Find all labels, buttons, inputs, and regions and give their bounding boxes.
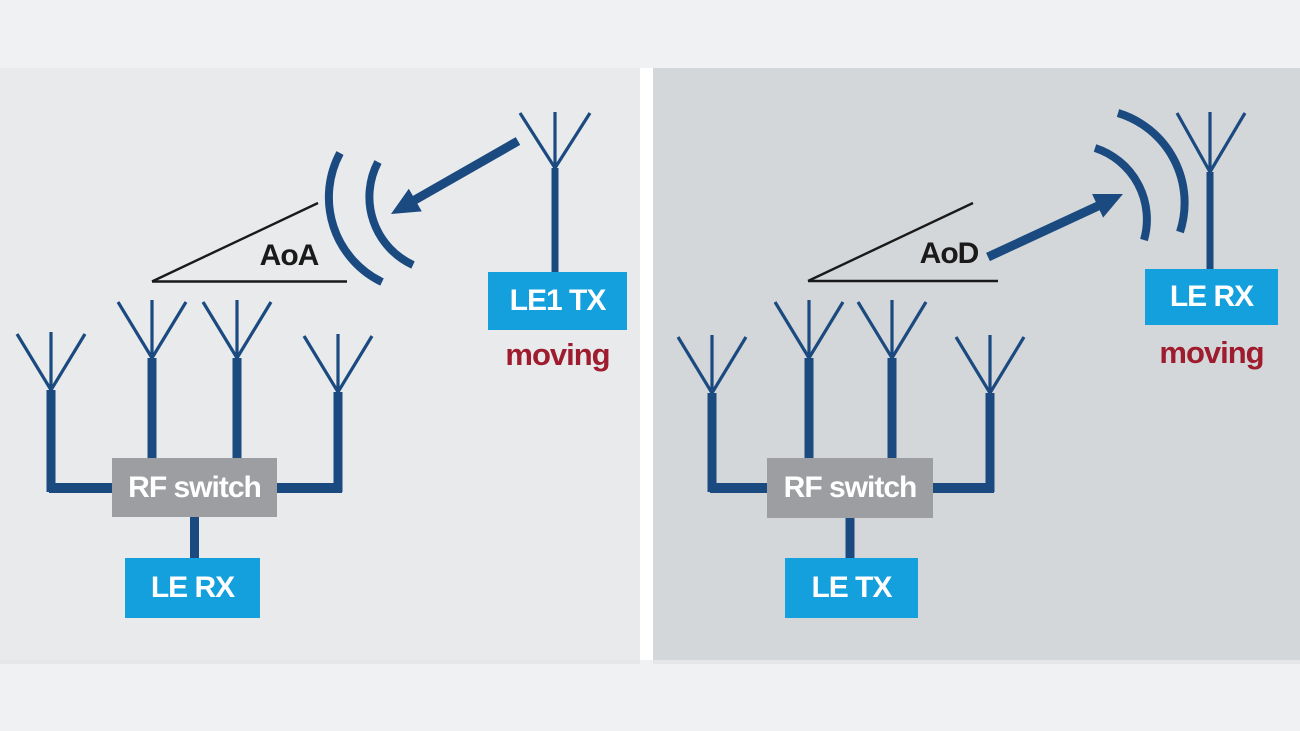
aod-radio-waves-icon bbox=[1093, 109, 1189, 242]
aod-angle-label: AoD bbox=[919, 237, 980, 270]
moving-status-label: moving bbox=[1159, 335, 1264, 370]
antenna-icon bbox=[201, 300, 273, 462]
antenna-icon bbox=[773, 300, 845, 462]
antenna-icon bbox=[676, 335, 748, 492]
moving-status-label: moving bbox=[505, 337, 610, 372]
aoa-signal-arrow-icon bbox=[391, 137, 521, 214]
aod-signal-arrow-icon bbox=[986, 194, 1123, 262]
antenna-icon bbox=[302, 334, 374, 492]
aod-angle-lines bbox=[807, 201, 998, 283]
le-rx-box: LE RX bbox=[125, 558, 260, 618]
antenna-icon bbox=[1175, 112, 1247, 273]
antenna-array bbox=[676, 300, 1026, 492]
antenna-icon bbox=[116, 300, 188, 462]
aoa-angle-label: AoA bbox=[259, 239, 320, 272]
antenna-icon bbox=[954, 335, 1026, 492]
antenna-icon bbox=[856, 300, 928, 462]
aoa-connector-lines bbox=[49, 483, 342, 560]
antenna-icon bbox=[518, 112, 592, 276]
antenna-array bbox=[15, 300, 374, 492]
angle-hypotenuse bbox=[807, 201, 974, 283]
aoa-radio-waves-icon bbox=[324, 151, 415, 286]
aod-connector-lines bbox=[710, 483, 994, 560]
antenna-icon bbox=[15, 332, 87, 492]
le-tx-box: LE TX bbox=[785, 558, 918, 618]
rf-switch-box: RF switch bbox=[767, 458, 933, 518]
panel-divider bbox=[640, 68, 653, 660]
aod-panel bbox=[653, 68, 1300, 660]
le1-tx-box: LE1 TX bbox=[488, 272, 627, 330]
le-rx-moving-box: LE RX bbox=[1145, 269, 1278, 325]
aoa-angle-lines bbox=[151, 201, 347, 283]
angle-hypotenuse bbox=[151, 201, 319, 283]
rf-switch-box: RF switch bbox=[112, 458, 277, 517]
